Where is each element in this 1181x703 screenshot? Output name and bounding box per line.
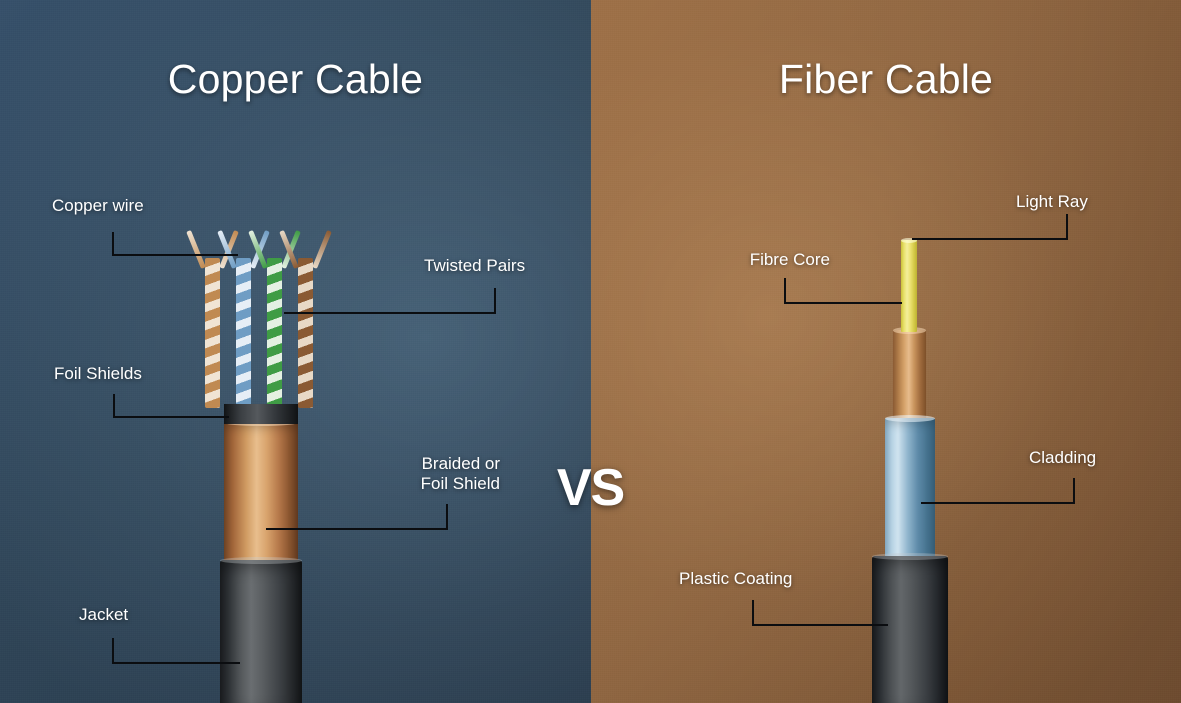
- copper-outer-jacket: [220, 557, 302, 703]
- label-copper-wire: Copper wire: [52, 196, 144, 215]
- label-foil-shields: Foil Shields: [54, 364, 142, 383]
- label-cladding: Cladding: [1029, 448, 1097, 467]
- fibre-core-strand: [901, 238, 917, 332]
- label-twisted-pairs: Twisted Pairs: [424, 256, 526, 275]
- twisted-pair-blue: [217, 228, 270, 408]
- label-braided-shield: Braided or Foil Shield: [420, 454, 500, 494]
- twisted-pair-green: [248, 228, 301, 408]
- twisted-pair-orange: [186, 228, 239, 408]
- copper-foil-shield-band: [224, 404, 298, 424]
- label-fibre-core: Fibre Core: [749, 250, 830, 269]
- label-plastic-coating: Plastic Coating: [679, 569, 793, 588]
- versus-badge: VS: [556, 459, 625, 517]
- twisted-pair-brown: [279, 228, 332, 408]
- label-light-ray: Light Ray: [1016, 192, 1088, 211]
- fiber-panel-title: Fiber Cable: [778, 56, 994, 102]
- fibre-cladding-layer: [885, 415, 935, 560]
- twisted-pairs-bundle: [186, 228, 332, 408]
- fibre-plastic-coating: [872, 553, 948, 703]
- copper-panel-title: Copper Cable: [167, 56, 424, 102]
- fibre-buffer-layer: [893, 327, 926, 422]
- label-jacket: Jacket: [79, 605, 129, 624]
